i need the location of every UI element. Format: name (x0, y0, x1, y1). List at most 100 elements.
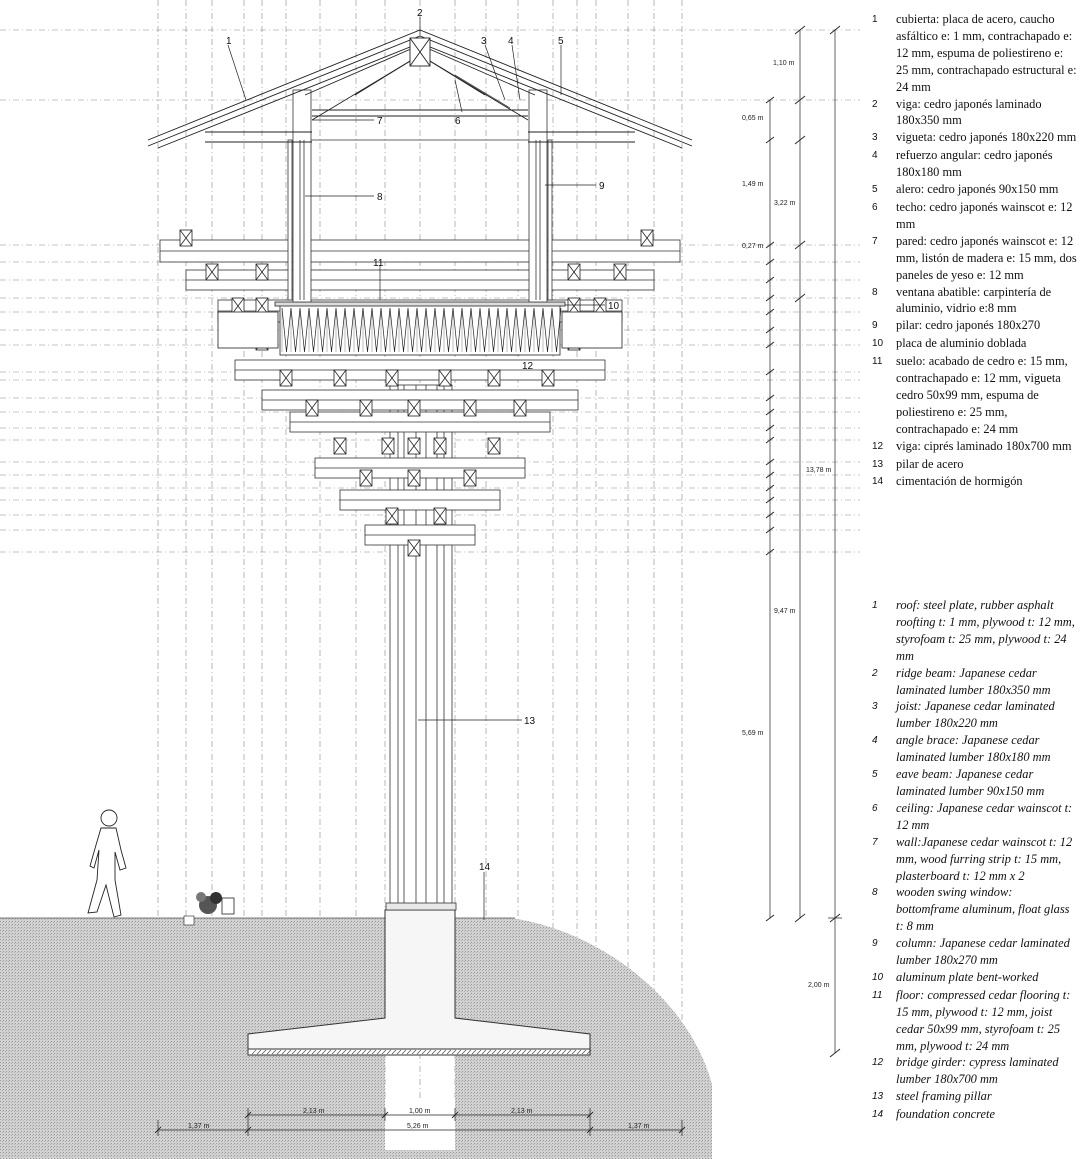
right-dimension-labels: 1,10 m 0,65 m 1,49 m 3,22 m 0,27 m 13,78… (742, 60, 831, 989)
legend-en-item: 9 column: Japanese cedar laminated lumber… (872, 935, 1077, 969)
legend-spanish: 1 cubierta: placa de acero, caucho asfált… (872, 11, 1077, 491)
legend-es-item-text: viga: ciprés laminado 180x700 mm (896, 438, 1072, 453)
dim-span: 5,26 m (407, 1123, 429, 1130)
callout-2: 2 (417, 8, 423, 19)
legend-en-item-number: 4 (872, 735, 878, 747)
dim-left-outer: 1,37 m (188, 1123, 210, 1130)
callout-4: 4 (508, 36, 514, 47)
callout-7: 7 (377, 116, 383, 127)
legend-en-item-number: 7 (872, 836, 878, 848)
legend-en-item-text: aluminum plate bent-worked (896, 969, 1039, 984)
legend-es-item-number: 9 (872, 320, 878, 332)
bridge-girder (217, 301, 623, 356)
dim-center: 1,00 m (409, 1108, 431, 1115)
legend-en-item-text: foundation concrete (896, 1107, 995, 1122)
bracket-beams (159, 239, 681, 546)
legend-es-item: 9 pilar: cedro japonés 180x270 (872, 317, 1077, 335)
legend-en-item: 14 foundation concrete (872, 1106, 1077, 1124)
legend-es-item: 7 pared: cedro japonés wainscot e: 12 mm,… (872, 233, 1077, 284)
legend-es-item-number: 12 (872, 440, 884, 452)
legend-es-item-number: 10 (872, 338, 884, 350)
legend-es-item-text: refuerzo angular: cedro japonés 180x180 … (896, 148, 1053, 180)
legend-es-item: 8 ventana abatible: carpintería de alumin… (872, 284, 1077, 318)
legend-en-item: 12 bridge girder: cypress laminated lumbe… (872, 1054, 1077, 1088)
legend-es-item-text: cubierta: placa de acero, caucho asfálti… (896, 12, 1077, 94)
legend-es-item-number: 14 (872, 476, 884, 488)
legend-es-item: 3 vigueta: cedro japonés 180x220 mm (872, 129, 1077, 147)
legend-en-item-text: ceiling: Japanese cedar wainscot t: 12 m… (896, 800, 1073, 832)
dim-upper-total: 3,22 m (774, 200, 796, 207)
legend-en-item-number: 14 (872, 1109, 884, 1121)
legend-en-item-text: roof: steel plate, rubber asphalt roofti… (896, 598, 1075, 663)
legend-en-item-number: 1 (872, 600, 878, 611)
legend-es-item-text: placa de aluminio doblada (896, 336, 1027, 351)
legend-en-item-number: 3 (872, 701, 878, 713)
leader-lines (227, 17, 605, 920)
callout-13: 13 (524, 716, 536, 727)
legend-english: 1 roof: steel plate, rubber asphalt rooft… (872, 597, 1077, 1124)
legend-es-item-number: 3 (872, 132, 878, 144)
legend-en-item-number: 6 (872, 802, 878, 814)
callout-8: 8 (377, 192, 383, 203)
legend-es-item-number: 6 (872, 201, 878, 213)
legend-en-item-number: 10 (872, 971, 884, 983)
legend-en-item-text: angle brace: Japanese cedar laminated lu… (896, 733, 1051, 765)
legend-es-item-number: 8 (872, 286, 878, 298)
legend-es-item-number: 1 (872, 14, 878, 25)
legend-es-item: 2 viga: cedro japonés laminado 180x350 mm (872, 96, 1077, 130)
legend-es-item-number: 7 (872, 235, 878, 247)
legend-en-item-text: steel framing pillar (896, 1089, 992, 1104)
legend-en-item-number: 12 (872, 1057, 884, 1069)
legend-es-item-text: pilar de acero (896, 456, 964, 471)
legend-es-item-text: techo: cedro japonés wainscot e: 12 mm (896, 199, 1073, 231)
callout-5: 5 (558, 36, 564, 47)
legend-es-item: 12 viga: ciprés laminado 180x700 mm (872, 438, 1077, 456)
legend-en-item-number: 11 (872, 989, 883, 1001)
legend-en-item-text: column: Japanese cedar laminated lumber … (896, 936, 1070, 968)
callout-9: 9 (599, 181, 605, 192)
legend-es-item-text: vigueta: cedro japonés 180x220 mm (896, 130, 1077, 145)
dim-total: 13,78 m (806, 467, 831, 474)
legend-en-item: 6 ceiling: Japanese cedar wainscot t: 12 … (872, 800, 1077, 834)
beam-end-sections (179, 229, 654, 557)
legend-es-item-number: 2 (872, 98, 878, 110)
legend-es-item-text: ventana abatible: carpintería de alumini… (896, 284, 1052, 316)
callout-1: 1 (226, 36, 232, 47)
legend-en-item-text: wooden swing window: bottomframe aluminu… (896, 885, 1070, 934)
legend-es-item-number: 5 (872, 184, 878, 196)
legend-en-item: 11 floor: compressed cedar flooring t: 15… (872, 987, 1077, 1055)
legend-en-item-text: ridge beam: Japanese cedar laminated lum… (896, 665, 1051, 697)
legend-es-item: 1 cubierta: placa de acero, caucho asfált… (872, 11, 1077, 96)
legend-en-item-number: 9 (872, 938, 878, 950)
legend-es-item: 10 placa de aluminio doblada (872, 335, 1077, 353)
legend-es-item-text: pared: cedro japonés wainscot e: 12 mm, … (896, 233, 1077, 282)
legend-en-item-text: eave beam: Japanese cedar laminated lumb… (896, 767, 1045, 798)
dim-window: 1,49 m (742, 181, 764, 188)
legend-en-item: 7 wall:Japanese cedar wainscot t: 12 mm, … (872, 834, 1077, 885)
callout-14: 14 (479, 862, 491, 873)
dim-right-inner: 2,13 m (511, 1108, 533, 1115)
callout-3: 3 (481, 36, 487, 47)
legend-en-item-text: floor: compressed cedar flooring t: 15 m… (896, 987, 1071, 1053)
legend-es-item-text: viga: cedro japonés laminado 180x350 mm (896, 96, 1042, 128)
callout-10: 10 (608, 301, 620, 312)
upper-walls (287, 89, 553, 303)
legend-es-item-text: pilar: cedro japonés 180x270 (896, 318, 1041, 333)
dim-column: 5,69 m (742, 730, 764, 737)
legend-en-item-text: bridge girder: cypress laminated lumber … (896, 1055, 1059, 1087)
bottom-dimension-lines (157, 1108, 683, 1136)
callout-6: 6 (455, 116, 461, 127)
legend-en-item-text: wall:Japanese cedar wainscot t: 12 mm, w… (896, 834, 1073, 883)
dim-left-inner: 2,13 m (303, 1108, 325, 1115)
dim-foundation: 2,00 m (808, 982, 830, 989)
dim-roof-height: 1,10 m (773, 60, 795, 67)
